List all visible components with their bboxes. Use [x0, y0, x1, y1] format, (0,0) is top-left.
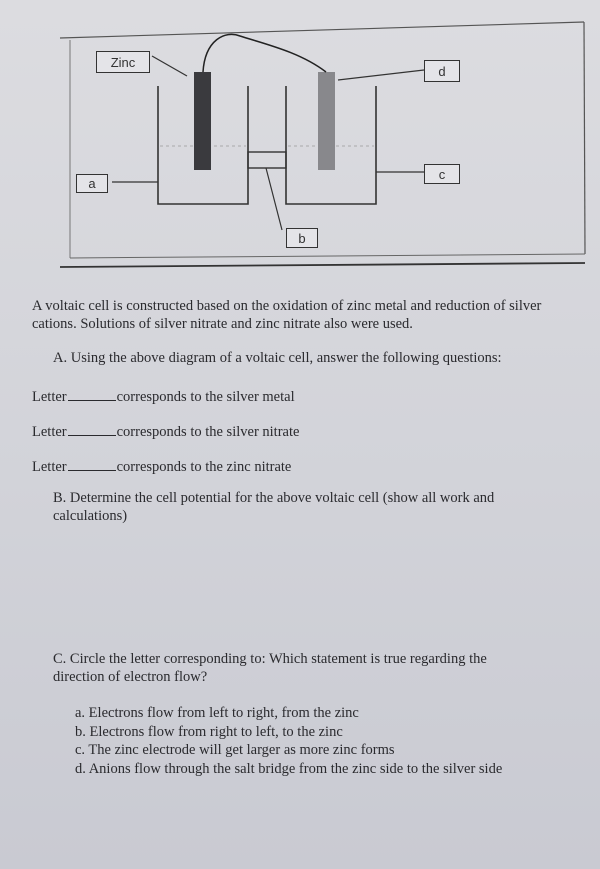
option-b[interactable]: b. Electrons flow from right to left, to…	[75, 723, 343, 740]
label-c: c	[424, 164, 460, 184]
divider-line	[59, 262, 586, 268]
row-suffix: corresponds to the zinc nitrate	[116, 459, 292, 475]
option-c[interactable]: c. The zinc electrode will get larger as…	[75, 742, 395, 758]
intro-paragraph: A voltaic cell is constructed based on t…	[32, 298, 542, 332]
zinc-pointer-line	[151, 55, 188, 77]
answer-blank-2[interactable]	[67, 423, 116, 436]
frame-bottom-line	[69, 253, 586, 259]
voltaic-cell-diagram	[59, 21, 586, 268]
answer-row-1: Letter corresponds to the silver metal	[32, 388, 295, 406]
right-beaker	[285, 86, 377, 205]
b-pointer-line	[265, 167, 283, 231]
answer-row-3: Letter corresponds to the zinc nitrate	[32, 458, 291, 476]
answer-blank-1[interactable]	[67, 388, 116, 401]
label-b: b	[286, 228, 318, 248]
part-c-options: a. Electrons flow from left to right, fr…	[75, 704, 502, 778]
option-d[interactable]: d. Anions flow through the salt bridge f…	[75, 760, 503, 777]
row-prefix: Letter	[32, 424, 67, 440]
label-d: d	[424, 60, 460, 82]
part-a-heading: A. Using the above diagram of a voltaic …	[53, 350, 502, 366]
zinc-label: Zinc	[96, 51, 150, 73]
silver-electrode	[318, 72, 335, 170]
label-a: a	[76, 174, 108, 193]
row-prefix: Letter	[32, 389, 67, 405]
salt-bridge	[247, 151, 287, 169]
row-prefix: Letter	[32, 459, 67, 475]
answer-row-2: Letter corresponds to the silver nitrate	[32, 423, 299, 441]
answer-blank-3[interactable]	[67, 458, 116, 471]
d-pointer-line	[337, 69, 425, 81]
left-beaker	[157, 86, 249, 205]
zinc-electrode	[194, 72, 211, 170]
part-b-question: B. Determine the cell potential for the …	[53, 490, 495, 524]
frame-right-line	[583, 21, 586, 255]
frame-top-line	[59, 21, 585, 39]
row-suffix: corresponds to the silver nitrate	[116, 424, 300, 440]
option-a[interactable]: a. Electrons flow from left to right, fr…	[75, 705, 359, 721]
part-c-question: C. Circle the letter corresponding to: W…	[53, 651, 487, 685]
row-suffix: corresponds to the silver metal	[116, 389, 295, 405]
external-wire	[202, 33, 327, 73]
